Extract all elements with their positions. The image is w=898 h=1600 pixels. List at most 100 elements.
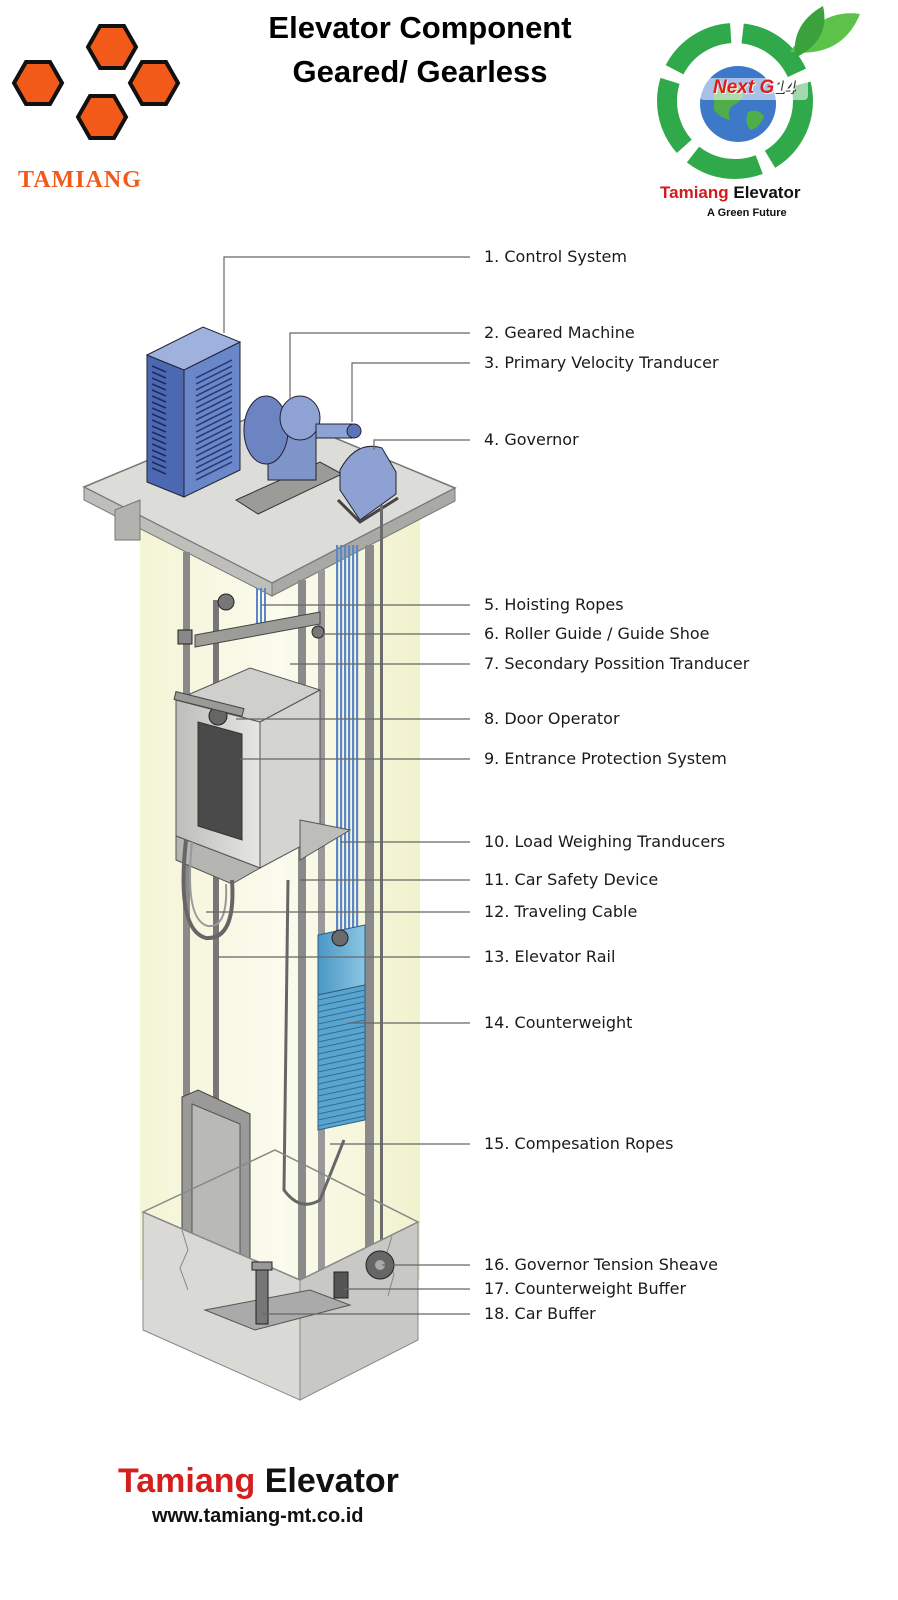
vent-slot (151, 461, 167, 469)
leader-line-1 (223, 256, 470, 333)
landing-door-panel (191, 1103, 241, 1255)
hoist-rope-5 (352, 545, 355, 935)
green-logo-name-red: Tamiang (660, 183, 729, 202)
leader-lines (206, 256, 470, 1315)
green-logo-name-rest: Elevator (728, 183, 801, 202)
vent-slot (151, 383, 167, 391)
component-label-5: 5. Hoisting Ropes (484, 595, 624, 614)
page-title-line-1: Elevator Component (268, 10, 572, 45)
cw-plate-line (317, 1025, 366, 1037)
pit-crack-left (179, 1229, 189, 1291)
vent-slot (195, 419, 233, 439)
hexagon-top (85, 24, 139, 70)
component-label-4: 4. Governor (484, 430, 579, 449)
vent-slot (151, 419, 167, 427)
door-header (173, 691, 245, 717)
cw-plate-line (317, 1019, 366, 1031)
position-tranducer-box (177, 629, 193, 645)
governor-rope (380, 505, 383, 1265)
badge-backdrop (700, 78, 808, 100)
car-rope-1 (256, 588, 258, 628)
component-label-2: 2. Geared Machine (484, 323, 635, 342)
vent-slot (151, 425, 167, 433)
next-g-text: Next G (713, 77, 775, 98)
car-door-opening (197, 721, 243, 841)
governor-housing (339, 445, 397, 521)
cw-plate-line (317, 989, 366, 1001)
hexagon-left (11, 60, 65, 106)
vent-slot (195, 359, 233, 379)
component-label-12: 12. Traveling Cable (484, 902, 638, 921)
vent-slot (151, 401, 167, 409)
vent-slot (151, 407, 167, 415)
green-ring (657, 23, 813, 179)
counterweight-buffer (333, 1271, 349, 1299)
vent-slot (151, 413, 167, 421)
vent-slot (195, 425, 233, 445)
vent-slot (151, 365, 167, 373)
component-label-6: 6. Roller Guide / Guide Shoe (484, 624, 710, 643)
component-label-14: 14. Counterweight (484, 1013, 633, 1032)
vent-slot (151, 443, 167, 451)
cw-plate-line (317, 1001, 366, 1013)
component-label-8: 8. Door Operator (484, 709, 620, 728)
vent-slot (151, 371, 167, 379)
cw-plate-line (317, 1091, 366, 1103)
component-label-15: 15. Compesation Ropes (484, 1134, 674, 1153)
roller-guide-right (311, 625, 325, 639)
vent-slot (151, 437, 167, 445)
component-label-3: 3. Primary Velocity Tranducer (484, 353, 719, 372)
cw-plate-line (317, 1013, 366, 1025)
hoist-rope-4 (348, 545, 351, 935)
beam-left (114, 499, 141, 541)
component-label-16: 16. Governor Tension Sheave (484, 1255, 719, 1274)
component-label-1: 1. Control System (484, 247, 627, 266)
leaf-icon-small (794, 6, 825, 58)
component-label-11: 11. Car Safety Device (484, 870, 659, 889)
platform-right-edge (271, 487, 456, 597)
cw-plate-line (317, 995, 366, 1007)
vent-slot (195, 389, 233, 409)
hoist-rope-1 (336, 545, 339, 935)
cw-plate-line (317, 1097, 366, 1109)
hoist-rope-2 (340, 545, 343, 935)
hoisting-ropes (256, 545, 359, 935)
car-rail-left-face (213, 600, 219, 1320)
component-label-17: 17. Counterweight Buffer (484, 1279, 687, 1298)
traction-sheave (243, 395, 289, 465)
next-g14-logo (657, 6, 860, 179)
hoist-rope-3 (344, 545, 347, 935)
cw-plate-line (317, 1043, 366, 1055)
cw-plate-line (317, 1079, 366, 1091)
vent-slot (195, 443, 233, 463)
hexagon-right (127, 60, 181, 106)
component-label-18: 18. Car Buffer (484, 1304, 596, 1323)
cw-plates (317, 989, 366, 1127)
page-title-line-2: Geared/ Gearless (292, 54, 548, 89)
component-label-10: 10. Load Weighing Tranducers (484, 832, 726, 851)
vent-slot (151, 395, 167, 403)
green-logo-tagline: A Green Future (707, 207, 787, 219)
governor-base (336, 496, 399, 524)
car-rope-2 (260, 588, 262, 628)
landing-door (181, 1089, 251, 1269)
counterweight-assembly (317, 924, 366, 1131)
crosshead-beam (194, 611, 321, 648)
car-crosshead (177, 593, 325, 648)
cabinet-vents (151, 359, 233, 481)
vent-slot (195, 455, 233, 475)
footer-brand-red: Tamiang (118, 1462, 256, 1500)
hexagon-bottom (75, 94, 129, 140)
vent-slot (195, 461, 233, 481)
cw-plate-line (317, 1037, 366, 1049)
component-label-13: 13. Elevator Rail (484, 947, 616, 966)
car-buffer-top (251, 1261, 273, 1271)
roller-guide-upper (217, 593, 235, 611)
vent-slot (151, 389, 167, 397)
pit-floor-frame (203, 1289, 352, 1331)
cw-plate-line (317, 1061, 366, 1073)
motor-drum (279, 395, 321, 441)
next-g-number: 14 (774, 77, 796, 98)
control-cabinet (145, 326, 242, 498)
